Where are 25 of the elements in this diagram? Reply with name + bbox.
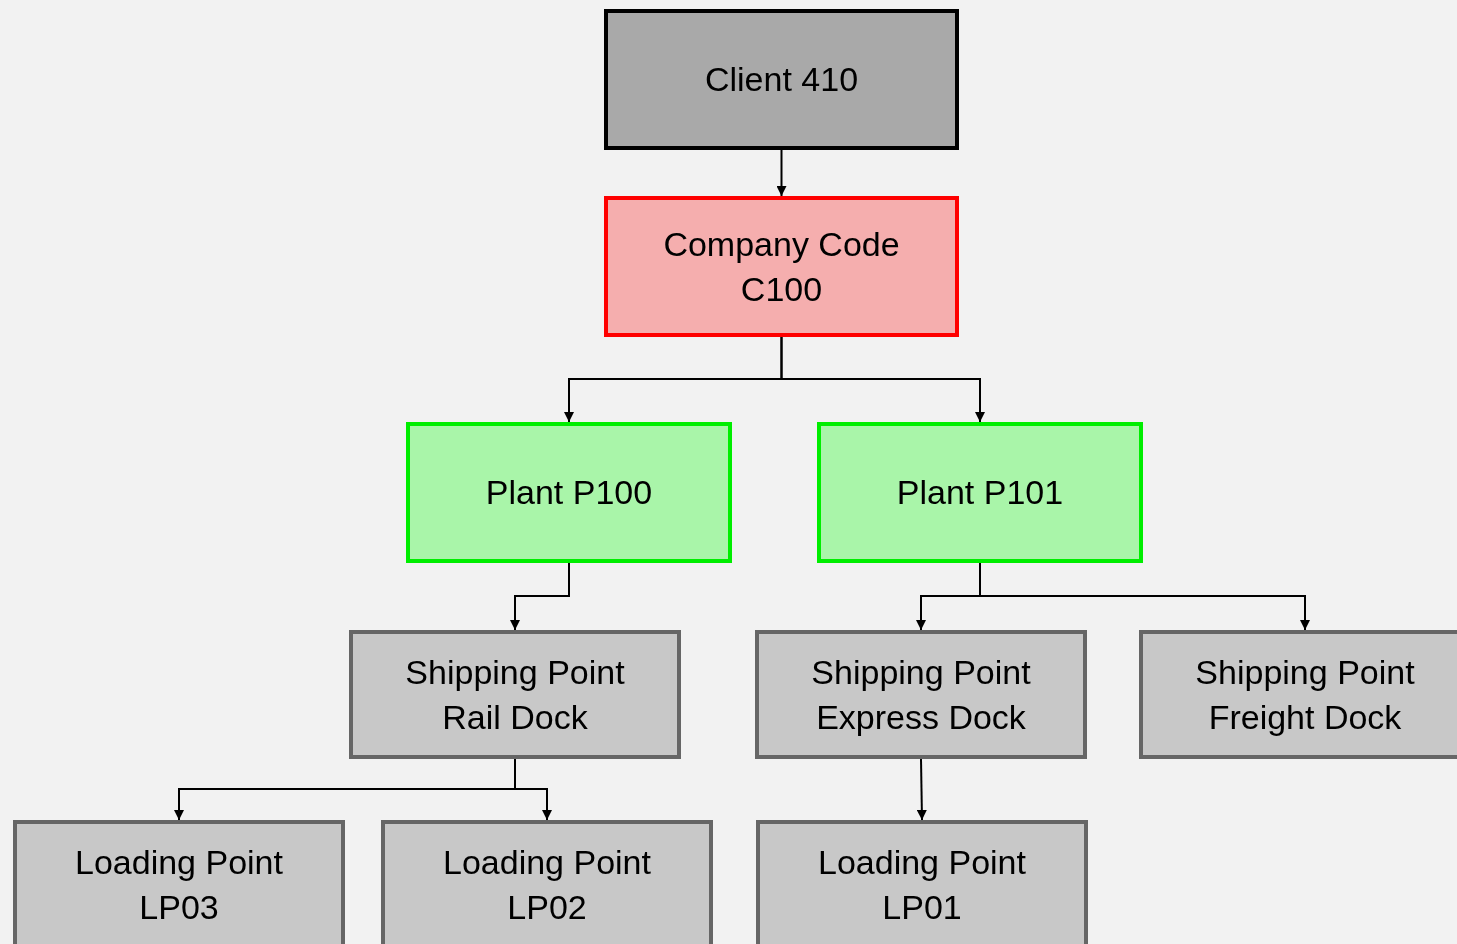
node-label: Shipping Point Express Dock <box>810 651 1032 738</box>
point-box <box>349 630 681 759</box>
connector-arrow <box>776 149 787 197</box>
node-label: Plant P101 <box>895 472 1065 513</box>
connector-arrow <box>510 562 570 631</box>
point-box <box>13 820 345 944</box>
plant-box <box>406 422 732 563</box>
point-box <box>755 630 1087 759</box>
company-code-box <box>604 196 959 337</box>
node-label: Plant P100 <box>484 472 654 513</box>
node-label: Shipping Point Rail Dock <box>404 651 626 738</box>
node-label: Shipping Point Freight Dock <box>1194 651 1416 738</box>
connector-arrow <box>916 758 927 821</box>
node-label: Company Code C100 <box>662 223 901 310</box>
node-label: Client 410 <box>703 59 860 100</box>
node-label: Loading Point LP02 <box>442 842 652 928</box>
point-box <box>1139 630 1457 759</box>
node-label: Loading Point LP01 <box>817 842 1027 928</box>
client-box <box>604 9 959 150</box>
plant-box <box>817 422 1143 563</box>
point-box <box>756 820 1088 944</box>
node-label: Loading Point LP03 <box>74 842 284 928</box>
connector-arrow <box>514 758 552 821</box>
connector-arrow <box>780 336 985 423</box>
point-box <box>381 820 713 944</box>
